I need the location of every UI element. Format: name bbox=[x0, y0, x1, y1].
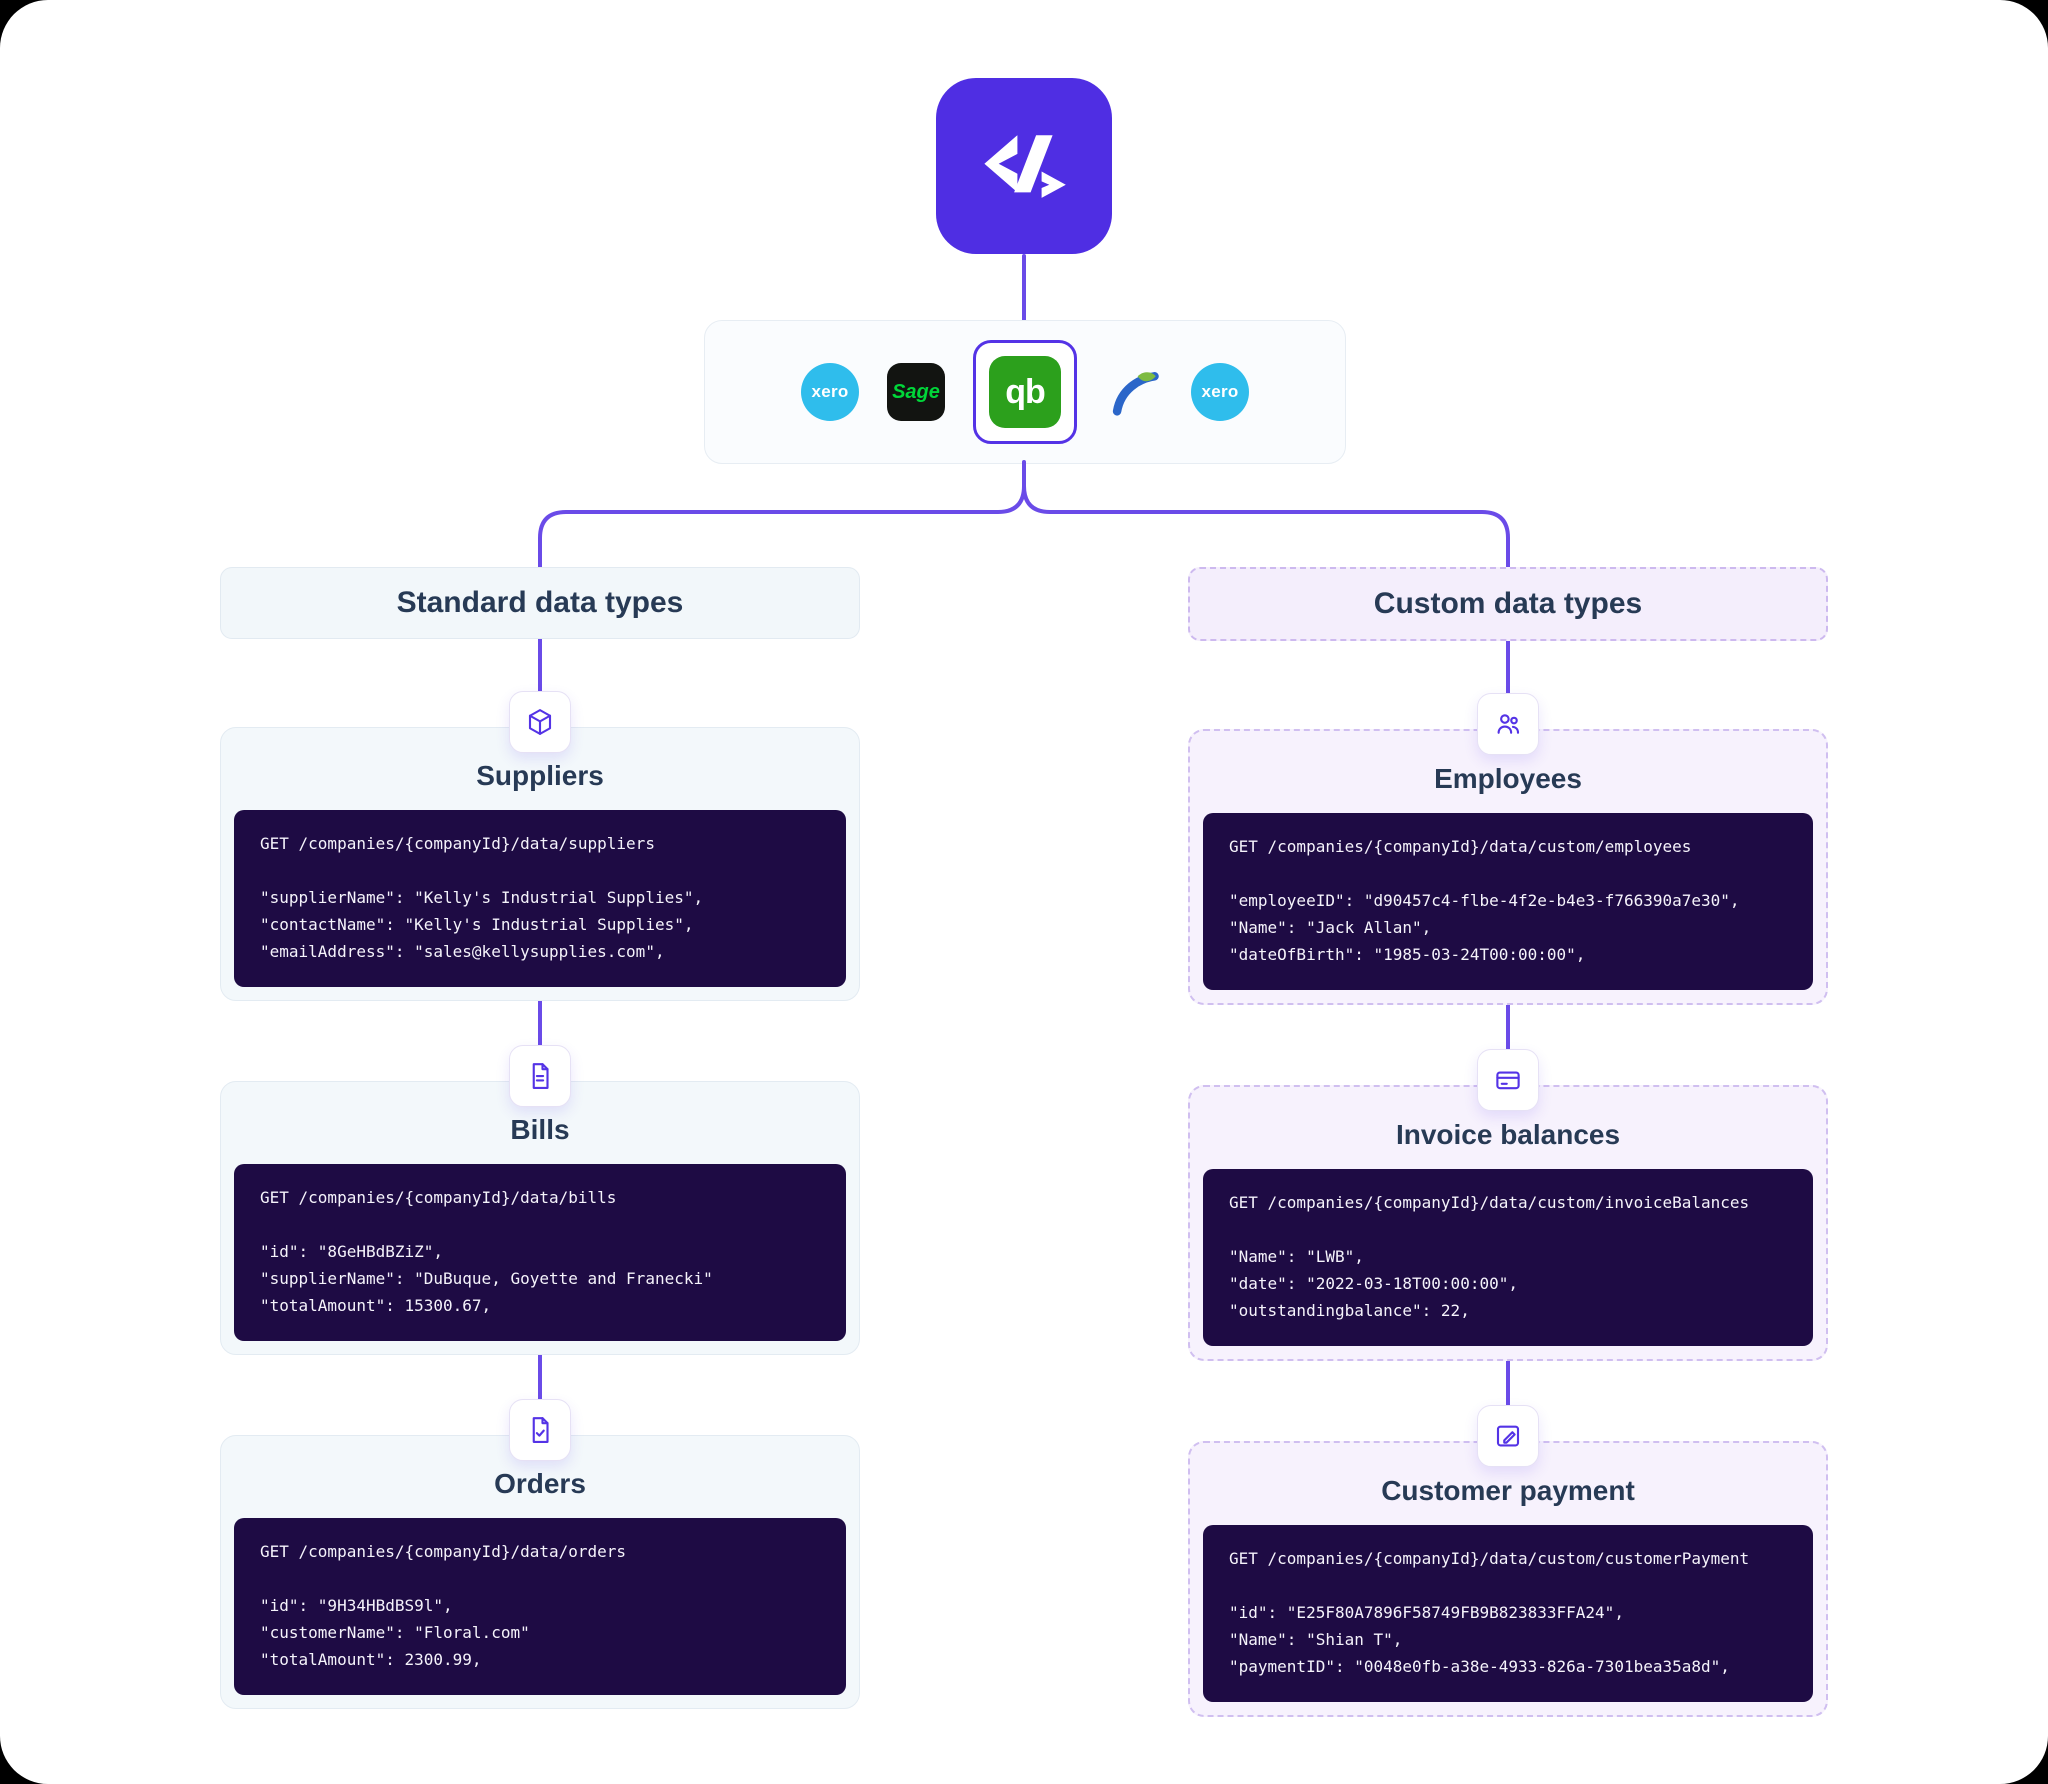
card-title: Orders bbox=[494, 1468, 586, 1499]
blank-line bbox=[1229, 1216, 1787, 1243]
suppliers-code-sample: GET /companies/{companyId}/data/supplier… bbox=[234, 810, 846, 987]
bills-card: Bills GET /companies/{companyId}/data/bi… bbox=[220, 1081, 860, 1355]
standard-header-label: Standard data types bbox=[396, 586, 684, 619]
request-line: GET /companies/{companyId}/data/custom/i… bbox=[1229, 1193, 1750, 1212]
integrations-bar: xero Sage qb xero bbox=[704, 320, 1346, 464]
quickbooks-app-tile-selected[interactable]: qb bbox=[973, 340, 1077, 444]
standard-data-types-header: Standard data types bbox=[220, 567, 860, 639]
code-line: "totalAmount": 15300.67, bbox=[260, 1296, 492, 1315]
section-invoice-balances: Invoice balances GET /companies/{company… bbox=[1188, 1049, 1828, 1361]
code-line: "totalAmount": 2300.99, bbox=[260, 1650, 482, 1669]
xero-app-tile-2[interactable]: xero bbox=[1191, 363, 1249, 421]
package-icon bbox=[509, 691, 571, 753]
custom-data-types-header: Custom data types bbox=[1188, 567, 1828, 641]
blank-line bbox=[260, 857, 820, 884]
code-line: "contactName": "Kelly's Industrial Suppl… bbox=[260, 915, 694, 934]
partner-app-tile[interactable] bbox=[1105, 363, 1163, 421]
request-line: GET /companies/{companyId}/data/custom/e… bbox=[1229, 837, 1692, 856]
section-customer-payment: Customer payment GET /companies/{company… bbox=[1188, 1405, 1828, 1717]
bills-code-sample: GET /companies/{companyId}/data/bills "i… bbox=[234, 1164, 846, 1341]
request-line: GET /companies/{companyId}/data/orders bbox=[260, 1542, 627, 1561]
sage-logo: Sage bbox=[892, 380, 940, 403]
code-line: "id": "9H34HBdBS9l", bbox=[260, 1596, 453, 1615]
employees-icon bbox=[1477, 693, 1539, 755]
xero-app-tile[interactable]: xero bbox=[801, 363, 859, 421]
section-employees: Employees GET /companies/{companyId}/dat… bbox=[1188, 693, 1828, 1005]
customer-payment-code-sample: GET /companies/{companyId}/data/custom/c… bbox=[1203, 1525, 1813, 1702]
card-title: Employees bbox=[1434, 763, 1582, 794]
card-icon bbox=[1477, 1049, 1539, 1111]
order-check-icon bbox=[509, 1399, 571, 1461]
code-line: "Name": "Shian T", bbox=[1229, 1630, 1403, 1649]
invoice-balances-card: Invoice balances GET /companies/{company… bbox=[1188, 1085, 1828, 1361]
code-line: "supplierName": "DuBuque, Goyette and Fr… bbox=[260, 1269, 713, 1288]
request-line: GET /companies/{companyId}/data/bills bbox=[260, 1188, 617, 1207]
blank-line bbox=[1229, 860, 1787, 887]
section-suppliers: Suppliers GET /companies/{companyId}/dat… bbox=[220, 691, 860, 1001]
code-line: "outstandingbalance": 22, bbox=[1229, 1301, 1470, 1320]
orders-code-sample: GET /companies/{companyId}/data/orders "… bbox=[234, 1518, 846, 1695]
blank-line bbox=[260, 1565, 820, 1592]
blank-line bbox=[1229, 1572, 1787, 1599]
request-line: GET /companies/{companyId}/data/supplier… bbox=[260, 834, 655, 853]
card-title: Suppliers bbox=[476, 760, 604, 791]
employees-code-sample: GET /companies/{companyId}/data/custom/e… bbox=[1203, 813, 1813, 990]
blank-line bbox=[260, 1211, 820, 1238]
code-line: "id": "8GeHBdBZiZ", bbox=[260, 1242, 444, 1261]
custom-data-column: Custom data types Employees GET /compani… bbox=[1188, 567, 1828, 1717]
codat-logo bbox=[936, 78, 1112, 254]
section-orders: Orders GET /companies/{companyId}/data/o… bbox=[220, 1399, 860, 1709]
employees-card: Employees GET /companies/{companyId}/dat… bbox=[1188, 729, 1828, 1005]
section-bills: Bills GET /companies/{companyId}/data/bi… bbox=[220, 1045, 860, 1355]
quickbooks-logo: qb bbox=[989, 356, 1061, 428]
code-line: "employeeID": "d90457c4-flbe-4f2e-b4e3-f… bbox=[1229, 891, 1740, 910]
xero-logo: xero bbox=[1201, 382, 1239, 401]
code-line: "supplierName": "Kelly's Industrial Supp… bbox=[260, 888, 704, 907]
card-title: Invoice balances bbox=[1395, 1119, 1621, 1150]
code-line: "id": "E25F80A7896F58749FB9B823833FFA24"… bbox=[1229, 1603, 1624, 1622]
request-line: GET /companies/{companyId}/data/custom/c… bbox=[1229, 1549, 1750, 1568]
code-line: "Name": "LWB", bbox=[1229, 1247, 1364, 1266]
code-line: "customerName": "Floral.com" bbox=[260, 1623, 530, 1642]
suppliers-card: Suppliers GET /companies/{companyId}/dat… bbox=[220, 727, 860, 1001]
customer-payment-card: Customer payment GET /companies/{company… bbox=[1188, 1441, 1828, 1717]
card-title: Bills bbox=[510, 1114, 570, 1145]
card-title: Customer payment bbox=[1381, 1475, 1635, 1506]
xero-logo: xero bbox=[811, 382, 849, 401]
code-line: "dateOfBirth": "1985-03-24T00:00:00", bbox=[1229, 945, 1586, 964]
quickbooks-logo-text: qb bbox=[1005, 372, 1046, 411]
logo-connector-line bbox=[1022, 254, 1026, 322]
code-line: "emailAddress": "sales@kellysupplies.com… bbox=[260, 942, 665, 961]
code-brackets-icon bbox=[984, 135, 1066, 198]
code-line: "date": "2022-03-18T00:00:00", bbox=[1229, 1274, 1518, 1293]
sage-app-tile[interactable]: Sage bbox=[887, 363, 945, 421]
code-line: "paymentID": "0048e0fb-a38e-4933-826a-73… bbox=[1229, 1657, 1730, 1676]
code-line: "Name": "Jack Allan", bbox=[1229, 918, 1432, 937]
document-icon bbox=[509, 1045, 571, 1107]
partner-app-icon bbox=[1112, 372, 1159, 416]
orders-card: Orders GET /companies/{companyId}/data/o… bbox=[220, 1435, 860, 1709]
standard-data-column: Standard data types Suppliers GET /compa… bbox=[220, 567, 860, 1709]
custom-header-label: Custom data types bbox=[1373, 587, 1643, 620]
invoice-balances-code-sample: GET /companies/{companyId}/data/custom/i… bbox=[1203, 1169, 1813, 1346]
payment-edit-icon bbox=[1477, 1405, 1539, 1467]
